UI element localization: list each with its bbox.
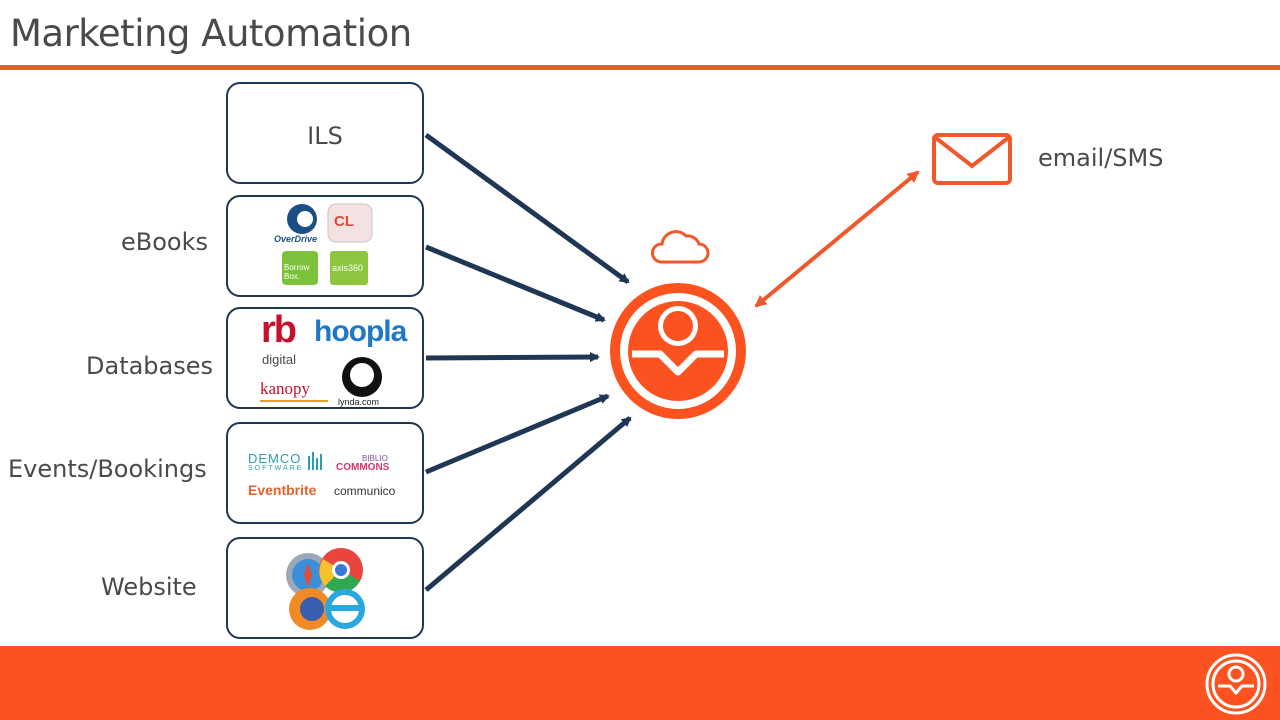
page-title: Marketing Automation (10, 12, 412, 55)
label-databases: Databases (86, 352, 214, 380)
email-sms-label: email/SMS (1038, 144, 1164, 172)
footer-brand-icon (1205, 653, 1267, 715)
source-box-ils: ILS (226, 82, 424, 184)
logo-rb-digital: digital (262, 352, 296, 367)
logo-demco: DEMCO (248, 451, 302, 466)
arrow-ebooks (425, 244, 606, 323)
label-website: Website (101, 573, 197, 601)
logo-communico: communico (334, 484, 396, 498)
logo-rb: rb (261, 309, 297, 351)
label-events-bookings: Events/Bookings (8, 455, 207, 483)
demco-bars-icon (308, 452, 322, 470)
logo-eventbrite: Eventbrite (248, 482, 317, 498)
logo-axis360: axis360 (332, 263, 364, 273)
source-box-ebooks: OverDrive CL Borrow Box. axis360 (226, 195, 424, 297)
arrow-databases (425, 352, 600, 363)
logo-kanopy: kanopy (260, 379, 311, 398)
arrow-ils (424, 132, 630, 285)
ils-title: ILS (307, 122, 343, 150)
arrow-events (425, 393, 610, 475)
label-ebooks: eBooks (121, 228, 208, 256)
arrow-website (424, 416, 632, 592)
logo-cl: CL (334, 213, 354, 230)
logo-overdrive: OverDrive (274, 234, 318, 244)
brand-hub-icon (610, 283, 746, 419)
arrow-hub-email (754, 170, 920, 308)
source-box-databases: rb digital hoopla kanopy lynda.com (226, 307, 424, 409)
logo-lynda: lynda.com (338, 397, 380, 407)
firefox-icon (289, 588, 331, 630)
source-box-events: DEMCO SOFTWARE BIBLIO COMMONS Eventbrite… (226, 422, 424, 524)
lynda-badge-icon (260, 357, 382, 402)
envelope-icon (932, 133, 1012, 185)
logo-hoopla: hoopla (314, 315, 407, 348)
browser-logos (286, 548, 365, 630)
logo-biblio: BIBLIO (362, 454, 388, 463)
footer-bar (0, 646, 1280, 720)
cloud-icon (651, 230, 710, 264)
title-underline (0, 65, 1280, 70)
ebooks-logo-art (282, 203, 373, 285)
logo-demco-software: SOFTWARE (248, 465, 304, 472)
chrome-icon (319, 548, 363, 593)
logo-commons: COMMONS (336, 462, 390, 473)
source-box-website (226, 537, 424, 639)
logo-borrowbox: Borrow Box. (284, 263, 310, 281)
ie-icon (325, 589, 365, 629)
safari-icon (286, 553, 330, 597)
